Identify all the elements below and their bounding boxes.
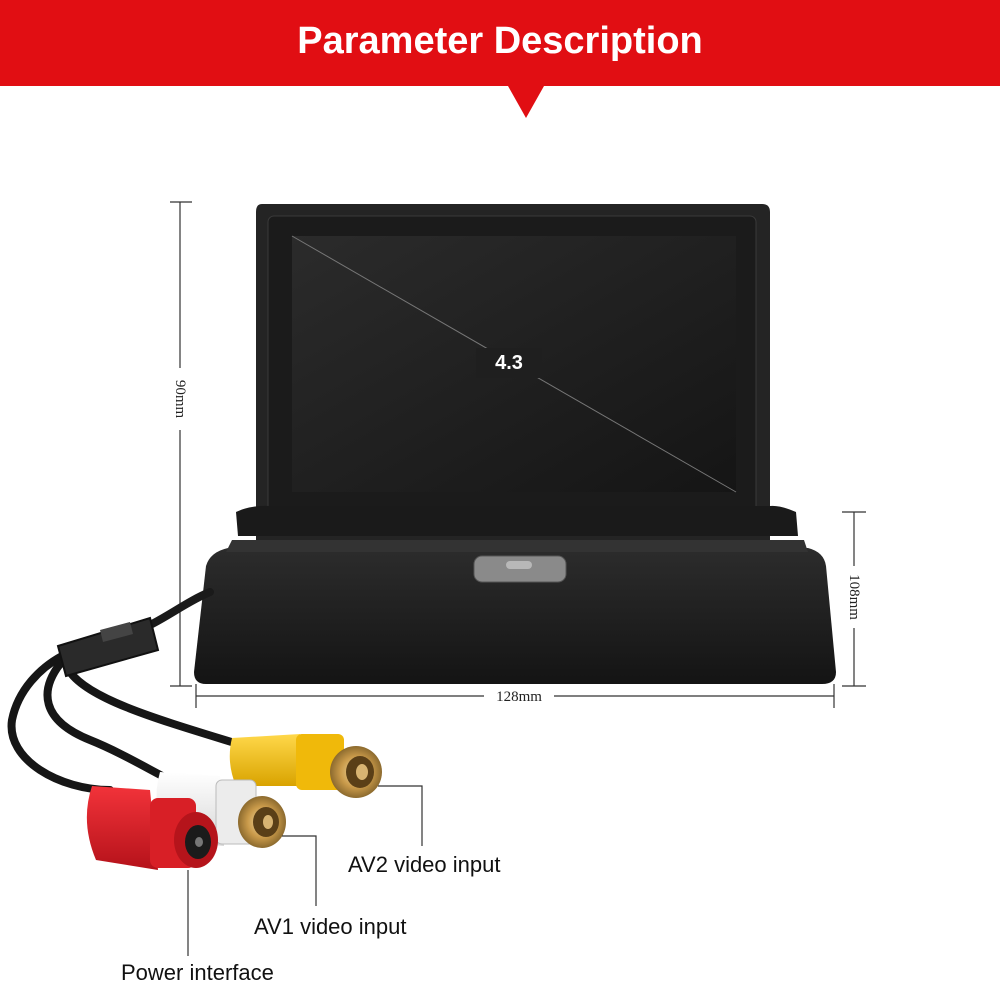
screen-size-label: 4.3 <box>495 352 523 374</box>
width-label: 128mm <box>496 689 542 705</box>
power-interface-label: Power interface <box>121 960 274 985</box>
height-label: 90mm <box>172 379 188 419</box>
page-title: Parameter Description <box>297 20 703 62</box>
header-banner <box>0 0 1000 86</box>
av1-video-input-label: AV1 video input <box>254 914 407 939</box>
banner-pointer <box>508 86 544 118</box>
width-dimension <box>195 684 835 708</box>
monitor-screen <box>256 204 770 548</box>
depth-dimension <box>842 511 866 687</box>
av2-yellow-connector <box>229 734 382 798</box>
callout-lines <box>187 785 423 956</box>
monitor-base <box>194 505 836 684</box>
power-red-connector <box>86 786 218 870</box>
av2-video-input-label: AV2 video input <box>348 852 501 877</box>
cable-bundle <box>7 588 242 794</box>
cable-splitter <box>56 616 160 678</box>
depth-label: 108mm <box>846 574 862 620</box>
